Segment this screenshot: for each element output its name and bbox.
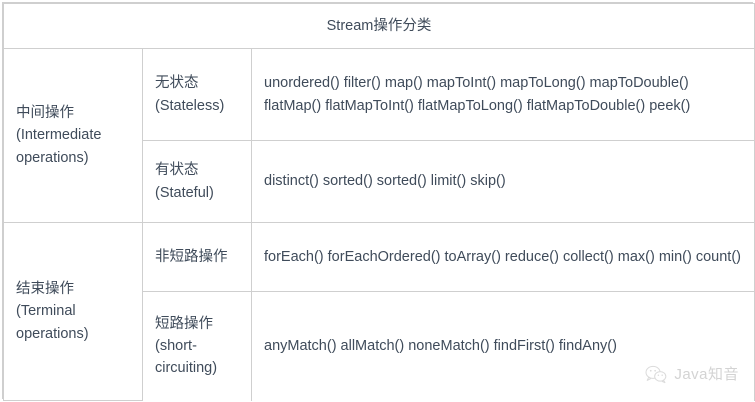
table-row: 有状态 (Stateful) distinct() sorted() sorte… [4,140,755,223]
methods-non-short-circuiting: forEach() forEachOrdered() toArray() red… [251,222,755,292]
subtype-label-stateless-text: 无状态 (Stateless) [155,75,225,114]
subtype-label-stateful: 有状态 (Stateful) [142,140,252,223]
table-title-row: Stream操作分类 [3,3,755,49]
page-title: Stream操作分类 [3,3,755,49]
methods-stateful: distinct() sorted() sorted() limit() ski… [251,140,755,223]
methods-short-circuiting: anyMatch() allMatch() noneMatch() findFi… [251,291,755,401]
table-row: 结束操作 (Terminal operations) 非短路操作 forEach… [3,222,755,401]
methods-stateless: unordered() filter() map() mapToInt() ma… [251,48,755,141]
methods-stateless-text: unordered() filter() map() mapToInt() ma… [264,75,693,114]
methods-stateful-text: distinct() sorted() sorted() limit() ski… [264,173,506,190]
subtype-label-non-short-circuiting: 非短路操作 [142,222,252,292]
group-label-intermediate: 中间操作 (Intermediate operations) [3,48,143,223]
stream-operations-table: Stream操作分类 中间操作 (Intermediate operations… [3,3,755,401]
subtype-label-short-circuiting: 短路操作 (short-circuiting) [142,291,252,401]
methods-short-circuiting-text: anyMatch() allMatch() noneMatch() findFi… [264,338,617,355]
subtype-label-non-short-circuiting-text: 非短路操作 [155,248,228,265]
group-label-terminal-text: 结束操作 (Terminal operations) [16,280,89,342]
methods-non-short-circuiting-text: forEach() forEachOrdered() toArray() red… [264,248,741,265]
table-row: 中间操作 (Intermediate operations) 无状态 (Stat… [3,48,755,223]
group-label-terminal: 结束操作 (Terminal operations) [3,222,143,401]
subtype-label-short-circuiting-text: 短路操作 (short-circuiting) [155,315,218,377]
group-label-intermediate-text: 中间操作 (Intermediate operations) [16,104,106,166]
subtype-label-stateless: 无状态 (Stateless) [142,48,252,141]
table-row: 短路操作 (short-circuiting) anyMatch() allMa… [4,291,755,401]
subtype-label-stateful-text: 有状态 (Stateful) [155,162,214,201]
